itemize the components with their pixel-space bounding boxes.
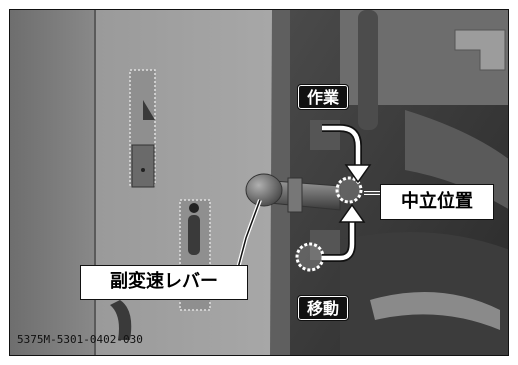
neutral-circle-icon (335, 176, 363, 204)
neutral-position-label: 中立位置 (380, 184, 494, 220)
vertical-rod (358, 10, 378, 130)
manual-figure: 作業 移動 中立位置 副変速レバー (9, 9, 509, 356)
bottom-link (110, 300, 132, 340)
lever-guide-bottom (310, 230, 340, 260)
latch-block (131, 144, 155, 188)
bracket (454, 29, 506, 71)
curved-arrow-down-icon (322, 124, 372, 184)
lower-trim (370, 292, 500, 330)
machine-illustration (10, 10, 508, 355)
travel-circle-icon (295, 242, 325, 272)
figure-reference-code: 5375M-5301-0402-030 (17, 333, 143, 346)
work-position-tag: 作業 (297, 84, 349, 110)
sub-shift-lever-label: 副変速レバー (80, 265, 248, 300)
curved-arrow-up-icon (322, 203, 366, 262)
travel-position-tag: 移動 (297, 295, 349, 321)
lever-knob (245, 173, 283, 207)
left-wall (10, 10, 100, 355)
